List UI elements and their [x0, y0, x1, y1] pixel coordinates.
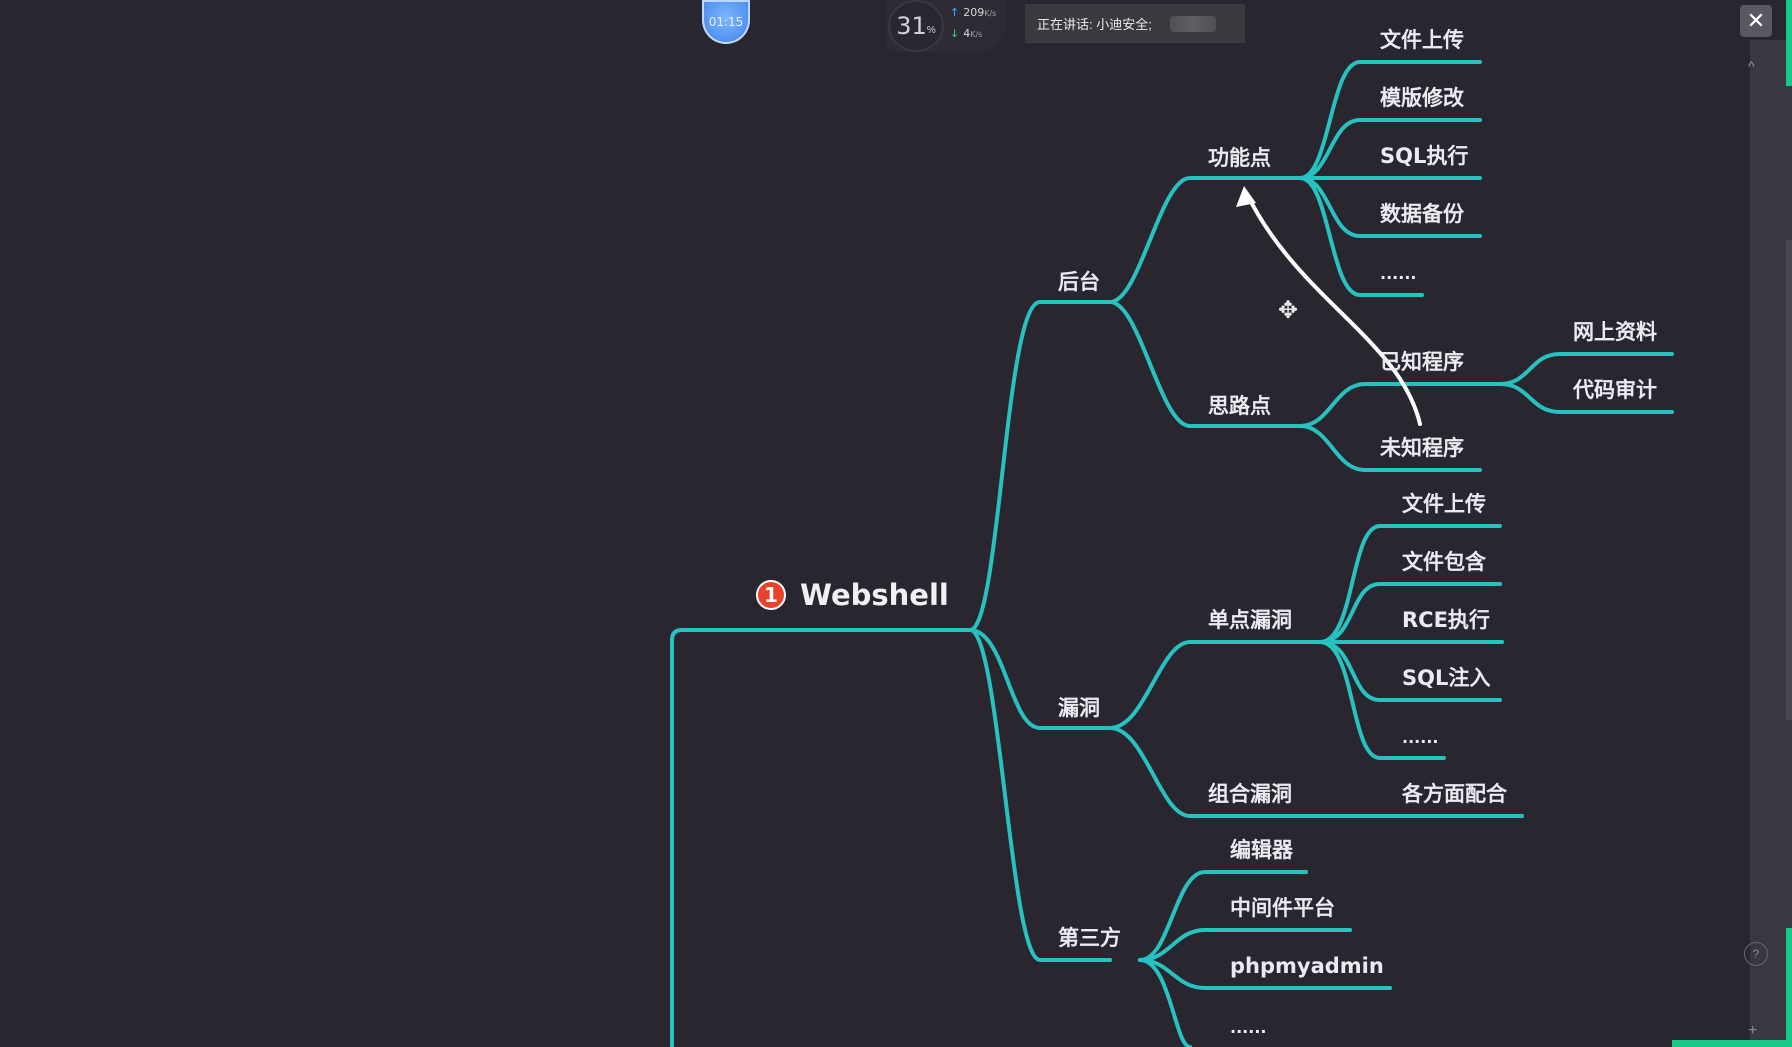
right-panel [1750, 40, 1792, 1047]
node-unknown-program[interactable]: 未知程序 [1380, 436, 1464, 460]
branch-backend-features [1108, 176, 1302, 304]
node-third-middleware[interactable]: 中间件平台 [1230, 896, 1335, 920]
node-features[interactable]: 功能点 [1208, 146, 1271, 170]
upload-arrow-icon: ↑ [950, 6, 960, 19]
help-icon[interactable]: ? [1744, 942, 1768, 966]
branch-feature-2 [1298, 118, 1482, 180]
root-label: Webshell [800, 578, 949, 612]
move-cursor-icon: ✥ [1278, 297, 1299, 324]
upload-speed: ↑209K/s [950, 6, 996, 19]
node-single-vuln[interactable]: 单点漏洞 [1208, 608, 1292, 632]
node-single-include[interactable]: 文件包含 [1402, 550, 1486, 574]
branch-third-1 [1138, 870, 1308, 962]
plus-icon[interactable]: + [1748, 1022, 1758, 1039]
node-known-program[interactable]: 已知程序 [1380, 350, 1464, 374]
node-feature-template[interactable]: 模版修改 [1380, 86, 1464, 110]
cpu-value: 31 [896, 12, 927, 40]
cpu-gauge-icon: 31 % [888, 0, 944, 52]
speaking-avatar [1169, 15, 1216, 32]
branch-single-5 [1318, 640, 1446, 760]
node-single-more[interactable]: ...... [1402, 728, 1439, 747]
branch-single-1 [1318, 524, 1502, 644]
download-speed: ↓4K/s [950, 27, 982, 40]
branch-backend-ideas [1108, 300, 1302, 428]
branch-third-4 [1138, 958, 1192, 1047]
node-third-editor[interactable]: 编辑器 [1230, 838, 1293, 862]
accent-bar-bottom [1786, 928, 1792, 1047]
download-arrow-icon: ↓ [950, 27, 960, 40]
node-ideas[interactable]: 思路点 [1208, 394, 1271, 418]
priority-badge-icon: 1 [756, 580, 786, 610]
download-speed-value: 4 [963, 27, 971, 40]
node-feature-more[interactable]: ...... [1380, 264, 1417, 283]
node-vuln[interactable]: 漏洞 [1058, 696, 1100, 720]
annotation-arrowhead [1236, 186, 1256, 207]
close-icon[interactable]: ✕ [1740, 5, 1772, 37]
root-node[interactable]: 1 Webshell [756, 578, 949, 612]
speaking-label: 正在讲话: 小迪安全; [1037, 17, 1152, 32]
timer-text: 01:15 [708, 15, 744, 29]
timer-icon[interactable]: 01:15 [702, 0, 750, 44]
branch-known-2 [1498, 382, 1674, 414]
branch-root-third [968, 628, 1112, 962]
node-feature-sql[interactable]: SQL执行 [1380, 144, 1469, 168]
annotation-arrow [1246, 194, 1422, 426]
accent-bar-top [1786, 0, 1792, 86]
branch-vuln-combined [1108, 726, 1524, 818]
branch-ideas-unknown [1298, 424, 1482, 472]
branch-known-1 [1498, 352, 1674, 386]
node-combined-all[interactable]: 各方面配合 [1402, 782, 1507, 806]
branch-root-backend [968, 300, 1112, 632]
download-speed-unit: K/s [970, 30, 983, 39]
scroll-up-icon[interactable]: ^ [1748, 58, 1755, 74]
accent-bar-base [1672, 1040, 1792, 1047]
node-known-audit[interactable]: 代码审计 [1573, 378, 1657, 402]
branch-third-2 [1138, 928, 1352, 962]
node-third-phpmyadmin[interactable]: phpmyadmin [1230, 954, 1384, 978]
cpu-unit: % [926, 24, 936, 36]
node-single-upload[interactable]: 文件上传 [1402, 492, 1486, 516]
speaking-indicator: 正在讲话: 小迪安全; [1025, 4, 1245, 43]
node-feature-upload[interactable]: 文件上传 [1380, 28, 1464, 52]
node-backend[interactable]: 后台 [1058, 270, 1100, 294]
node-third-more[interactable]: ...... [1230, 1018, 1267, 1037]
upload-speed-value: 209 [963, 6, 985, 19]
branch-ideas-known [1298, 382, 1502, 428]
branch-lines [670, 60, 1674, 1047]
root-trunk [670, 628, 972, 1047]
node-feature-backup[interactable]: 数据备份 [1380, 202, 1464, 226]
scrollbar[interactable] [1786, 240, 1792, 720]
node-single-sqli[interactable]: SQL注入 [1402, 666, 1491, 690]
node-third[interactable]: 第三方 [1058, 926, 1121, 950]
branch-single-2 [1318, 582, 1502, 644]
branch-vuln-single [1108, 640, 1322, 730]
branch-feature-5 [1298, 176, 1424, 297]
upload-speed-unit: K/s [984, 9, 997, 18]
branch-root-vuln [968, 628, 1112, 730]
node-single-rce[interactable]: RCE执行 [1402, 608, 1490, 632]
node-combined-vuln[interactable]: 组合漏洞 [1208, 782, 1292, 806]
node-known-online[interactable]: 网上资料 [1573, 320, 1657, 344]
branch-feature-1 [1298, 60, 1482, 180]
